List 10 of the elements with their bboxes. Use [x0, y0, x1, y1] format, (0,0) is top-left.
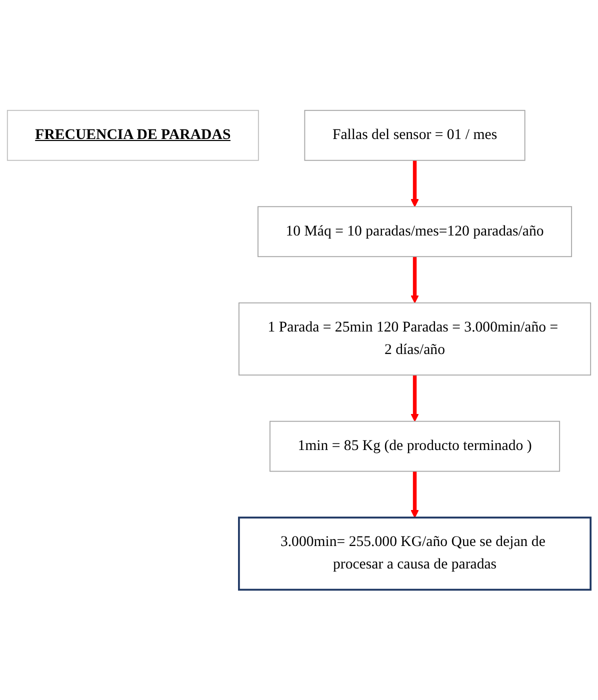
node-box: 3.000min= 255.000 KG/año Que se dejan de procesar a causa de paradas — [238, 516, 592, 591]
node-box: 1 Parada = 25min 120 Paradas = 3.000min/año = 2 días/año — [238, 302, 592, 376]
arrow — [410, 471, 419, 518]
node-box: FRECUENCIA DE PARADAS — [6, 110, 259, 161]
node-box: Fallas del sensor = 01 / mes — [304, 110, 526, 161]
arrow — [410, 256, 419, 304]
arrow — [410, 160, 419, 207]
node-box: 10 Máq = 10 paradas/mes=120 paradas/año — [258, 206, 572, 257]
arrow — [410, 374, 419, 422]
node-box: 1min = 85 Kg (de producto terminado ) — [270, 420, 560, 472]
